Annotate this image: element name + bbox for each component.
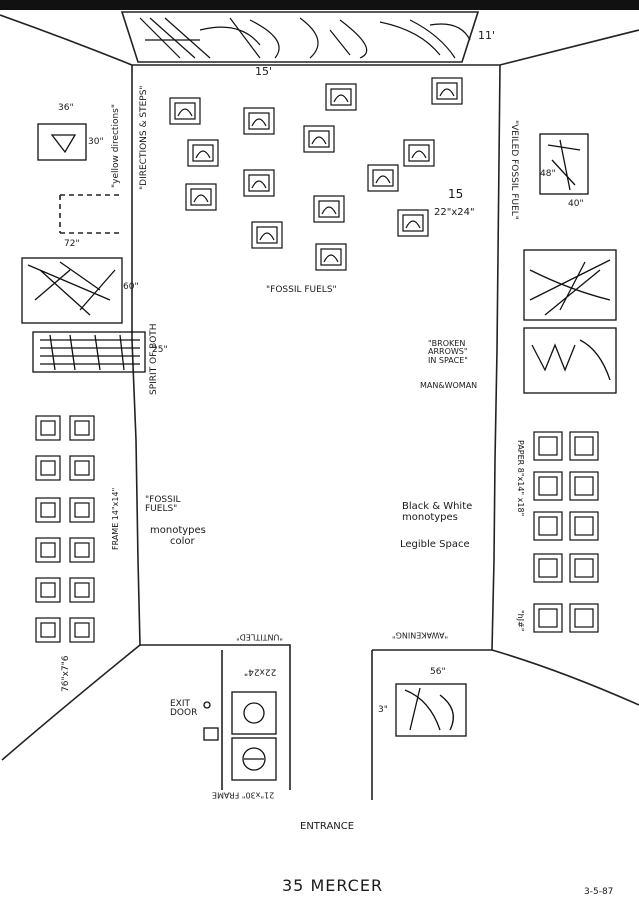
small-frame — [533, 511, 563, 541]
fossil-fuels-left-line-2: FUELS" — [145, 504, 178, 515]
label-size-76: 76"x7"6 — [61, 655, 71, 692]
label-size-36: 36" — [58, 103, 74, 113]
label-size-30: 30" — [88, 137, 104, 147]
left-small-frames — [35, 415, 95, 643]
center-sketch-frames — [169, 77, 463, 271]
room-walls — [0, 11, 639, 800]
label-yellow-directions: "yellow directions" — [111, 103, 121, 188]
small-frame — [35, 455, 61, 481]
sketch-frame — [243, 169, 275, 197]
small-frame — [569, 471, 599, 501]
label-untitled: "UNTITLED" — [236, 632, 284, 642]
label-frame-bottom: 21"x30" FRAME — [212, 790, 275, 800]
small-frame — [569, 511, 599, 541]
top-mural — [139, 17, 471, 59]
label-size-40: 40" — [568, 199, 584, 209]
fossil-fuels-left-line-1: "FOSSIL — [145, 495, 181, 505]
right-small-frames — [533, 431, 599, 633]
label-size-right-lower: "hJ#" — [516, 610, 525, 632]
label-size-3: 3" — [378, 705, 388, 715]
sketch-frame — [187, 139, 219, 167]
black-white-line-1: Black & White — [402, 501, 473, 512]
label-top-width: 11' — [478, 29, 496, 42]
label-date: 3-5-87 — [584, 887, 614, 897]
exit-line-1: EXIT — [170, 699, 191, 709]
black-white-line-2: monotypes — [402, 511, 458, 523]
small-frame — [569, 603, 599, 633]
broken-arrows-line-1: "BROKEN — [428, 339, 466, 348]
small-frame — [69, 617, 95, 643]
sketch-frame — [169, 97, 201, 125]
label-size-60: 60" — [123, 282, 139, 292]
label-veiled-fossil-fuels: "VEILED FOSSIL FUEL" — [509, 120, 519, 220]
directions-steps-text: "DIRECTIONS & STEPS" — [139, 85, 149, 190]
small-frame — [69, 537, 95, 563]
top-border-shadow — [0, 0, 639, 10]
small-frame — [69, 577, 95, 603]
right-large-artworks — [523, 133, 617, 394]
monotypes-color-line-2: color — [170, 535, 195, 547]
sketch-frame — [367, 164, 399, 192]
label-frame-14x14: FRAME 14"x14" — [111, 487, 120, 550]
label-size-25: 25" — [152, 345, 168, 355]
sketch-frame — [403, 139, 435, 167]
label-awakening: "AWAKENING" — [392, 630, 449, 640]
small-frame — [69, 415, 95, 441]
label-black-white: Black & White monotypes — [402, 501, 473, 523]
label-size-22x24-bottom: 22x24" — [244, 666, 277, 677]
label-size-22x24: 22"x24" — [434, 207, 475, 218]
label-monotypes-color: monotypes color — [150, 525, 206, 547]
label-directions-steps: "DIRECTIONS & STEPS" — [139, 85, 149, 190]
label-top-center-width: 15' — [255, 65, 273, 78]
small-frame — [569, 431, 599, 461]
broken-arrows-line-3: IN SPACE" — [428, 355, 468, 365]
label-broken-arrows: "BROKEN ARROWS" IN SPACE" — [428, 339, 468, 365]
label-paper-right: PAPER 8"x14" x18" — [516, 440, 525, 517]
small-frame — [35, 617, 61, 643]
broken-arrows-line-2: ARROWS" — [428, 347, 468, 357]
sketch-frame — [313, 195, 345, 223]
label-legible-space: Legible Space — [400, 539, 470, 550]
label-man-woman: MAN&WOMAN — [420, 381, 478, 390]
label-entrance: ENTRANCE — [300, 821, 355, 832]
label-size-56: 56" — [430, 667, 446, 677]
small-frame — [35, 415, 61, 441]
small-frame — [533, 471, 563, 501]
small-frame — [533, 431, 563, 461]
bottom-artworks — [203, 683, 467, 781]
sketch-frame — [185, 183, 217, 211]
label-exit-door: EXIT DOOR — [170, 699, 198, 719]
sketch-frame — [243, 107, 275, 135]
sketch-frame — [431, 77, 463, 105]
small-frame — [35, 577, 61, 603]
label-fossil-fuels-top: "FOSSIL FUELS" — [266, 285, 337, 295]
label-count-15: 15 — [448, 187, 464, 201]
label-size-48: 48" — [540, 169, 556, 179]
small-frame — [69, 497, 95, 523]
small-frame — [569, 553, 599, 583]
left-large-artworks — [21, 123, 146, 373]
sketch-frame — [325, 83, 357, 111]
small-frame — [533, 553, 563, 583]
sketch-frame — [303, 125, 335, 153]
monotypes-color-line-1: monotypes — [150, 525, 206, 536]
label-spirit-of-both: SPIRIT OF BOTH — [149, 323, 159, 395]
small-frame — [69, 455, 95, 481]
sketch-frame — [251, 221, 283, 249]
label-size-72: 72" — [64, 239, 80, 249]
small-frame — [35, 497, 61, 523]
sketch-frame — [315, 243, 347, 271]
small-frame — [533, 603, 563, 633]
label-fossil-fuels-left: "FOSSIL FUELS" — [145, 495, 181, 515]
sketch-frame — [397, 209, 429, 237]
page-title: 35 MERCER — [282, 876, 384, 895]
small-frame — [35, 537, 61, 563]
exit-line-2: DOOR — [170, 708, 198, 719]
